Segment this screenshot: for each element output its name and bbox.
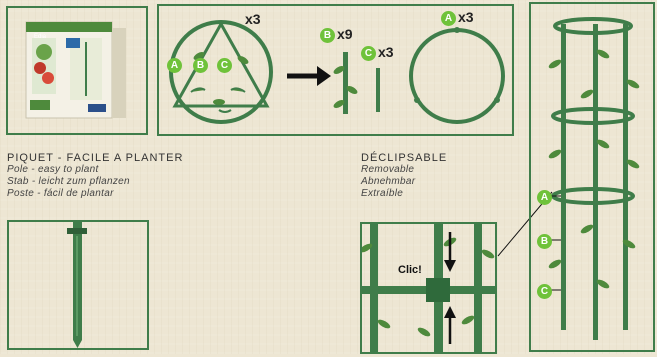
b-count: x9 (337, 26, 353, 42)
stake-line-de: Stab - leicht zum pflanzen (7, 176, 130, 187)
badge-c-count: C (361, 46, 376, 61)
cage-badge-c: C (537, 284, 552, 299)
arrow-down-icon (444, 232, 456, 272)
part-b-stick (333, 52, 358, 114)
assembled-cage-image (545, 17, 640, 340)
box-brand-text: Edia (34, 34, 47, 40)
badge-b: B (193, 58, 208, 73)
badge-a: A (167, 58, 182, 73)
clip-detail-panel: Clic! (359, 222, 497, 354)
detach-line-en: Removable (361, 164, 415, 175)
detach-heading: DÉCLIPSABLE (361, 152, 448, 164)
assembled-cage-panel: A B C (529, 2, 655, 352)
frame-count: x3 (245, 11, 261, 27)
arrow-up-icon (444, 306, 456, 344)
cage-badge-b: B (537, 234, 552, 249)
badge-c: C (217, 58, 232, 73)
product-box-image (25, 21, 126, 119)
detach-line-es: Extraíble (361, 188, 404, 199)
c-count: x3 (378, 44, 394, 60)
stake-line-es: Poste - fácil de plantar (7, 188, 114, 199)
kit-diagram (169, 20, 505, 124)
badge-b-count: B (320, 28, 335, 43)
detach-text: DÉCLIPSABLE Removable Abnehmbar Extraíbl… (361, 152, 511, 200)
product-box-panel: Edia (6, 6, 148, 135)
a-count: x3 (458, 9, 474, 25)
stake-image-panel (7, 220, 149, 350)
clip-detail-image (359, 224, 495, 352)
cage-badge-a: A (537, 190, 552, 205)
detach-line-de: Abnehmbar (361, 176, 416, 187)
stake-heading: PIQUET - FACILE A PLANTER (7, 152, 184, 164)
part-a-ring (409, 28, 505, 124)
stake-line-en: Pole - easy to plant (7, 164, 99, 175)
kit-components-panel: x3 A B C B x9 C x3 A x3 (157, 4, 514, 136)
click-label: Clic! (398, 264, 422, 276)
badge-a-count: A (441, 11, 456, 26)
stake-image (67, 222, 87, 348)
part-c-peg (376, 68, 380, 112)
stake-text: PIQUET - FACILE A PLANTER Pole - easy to… (7, 152, 257, 200)
